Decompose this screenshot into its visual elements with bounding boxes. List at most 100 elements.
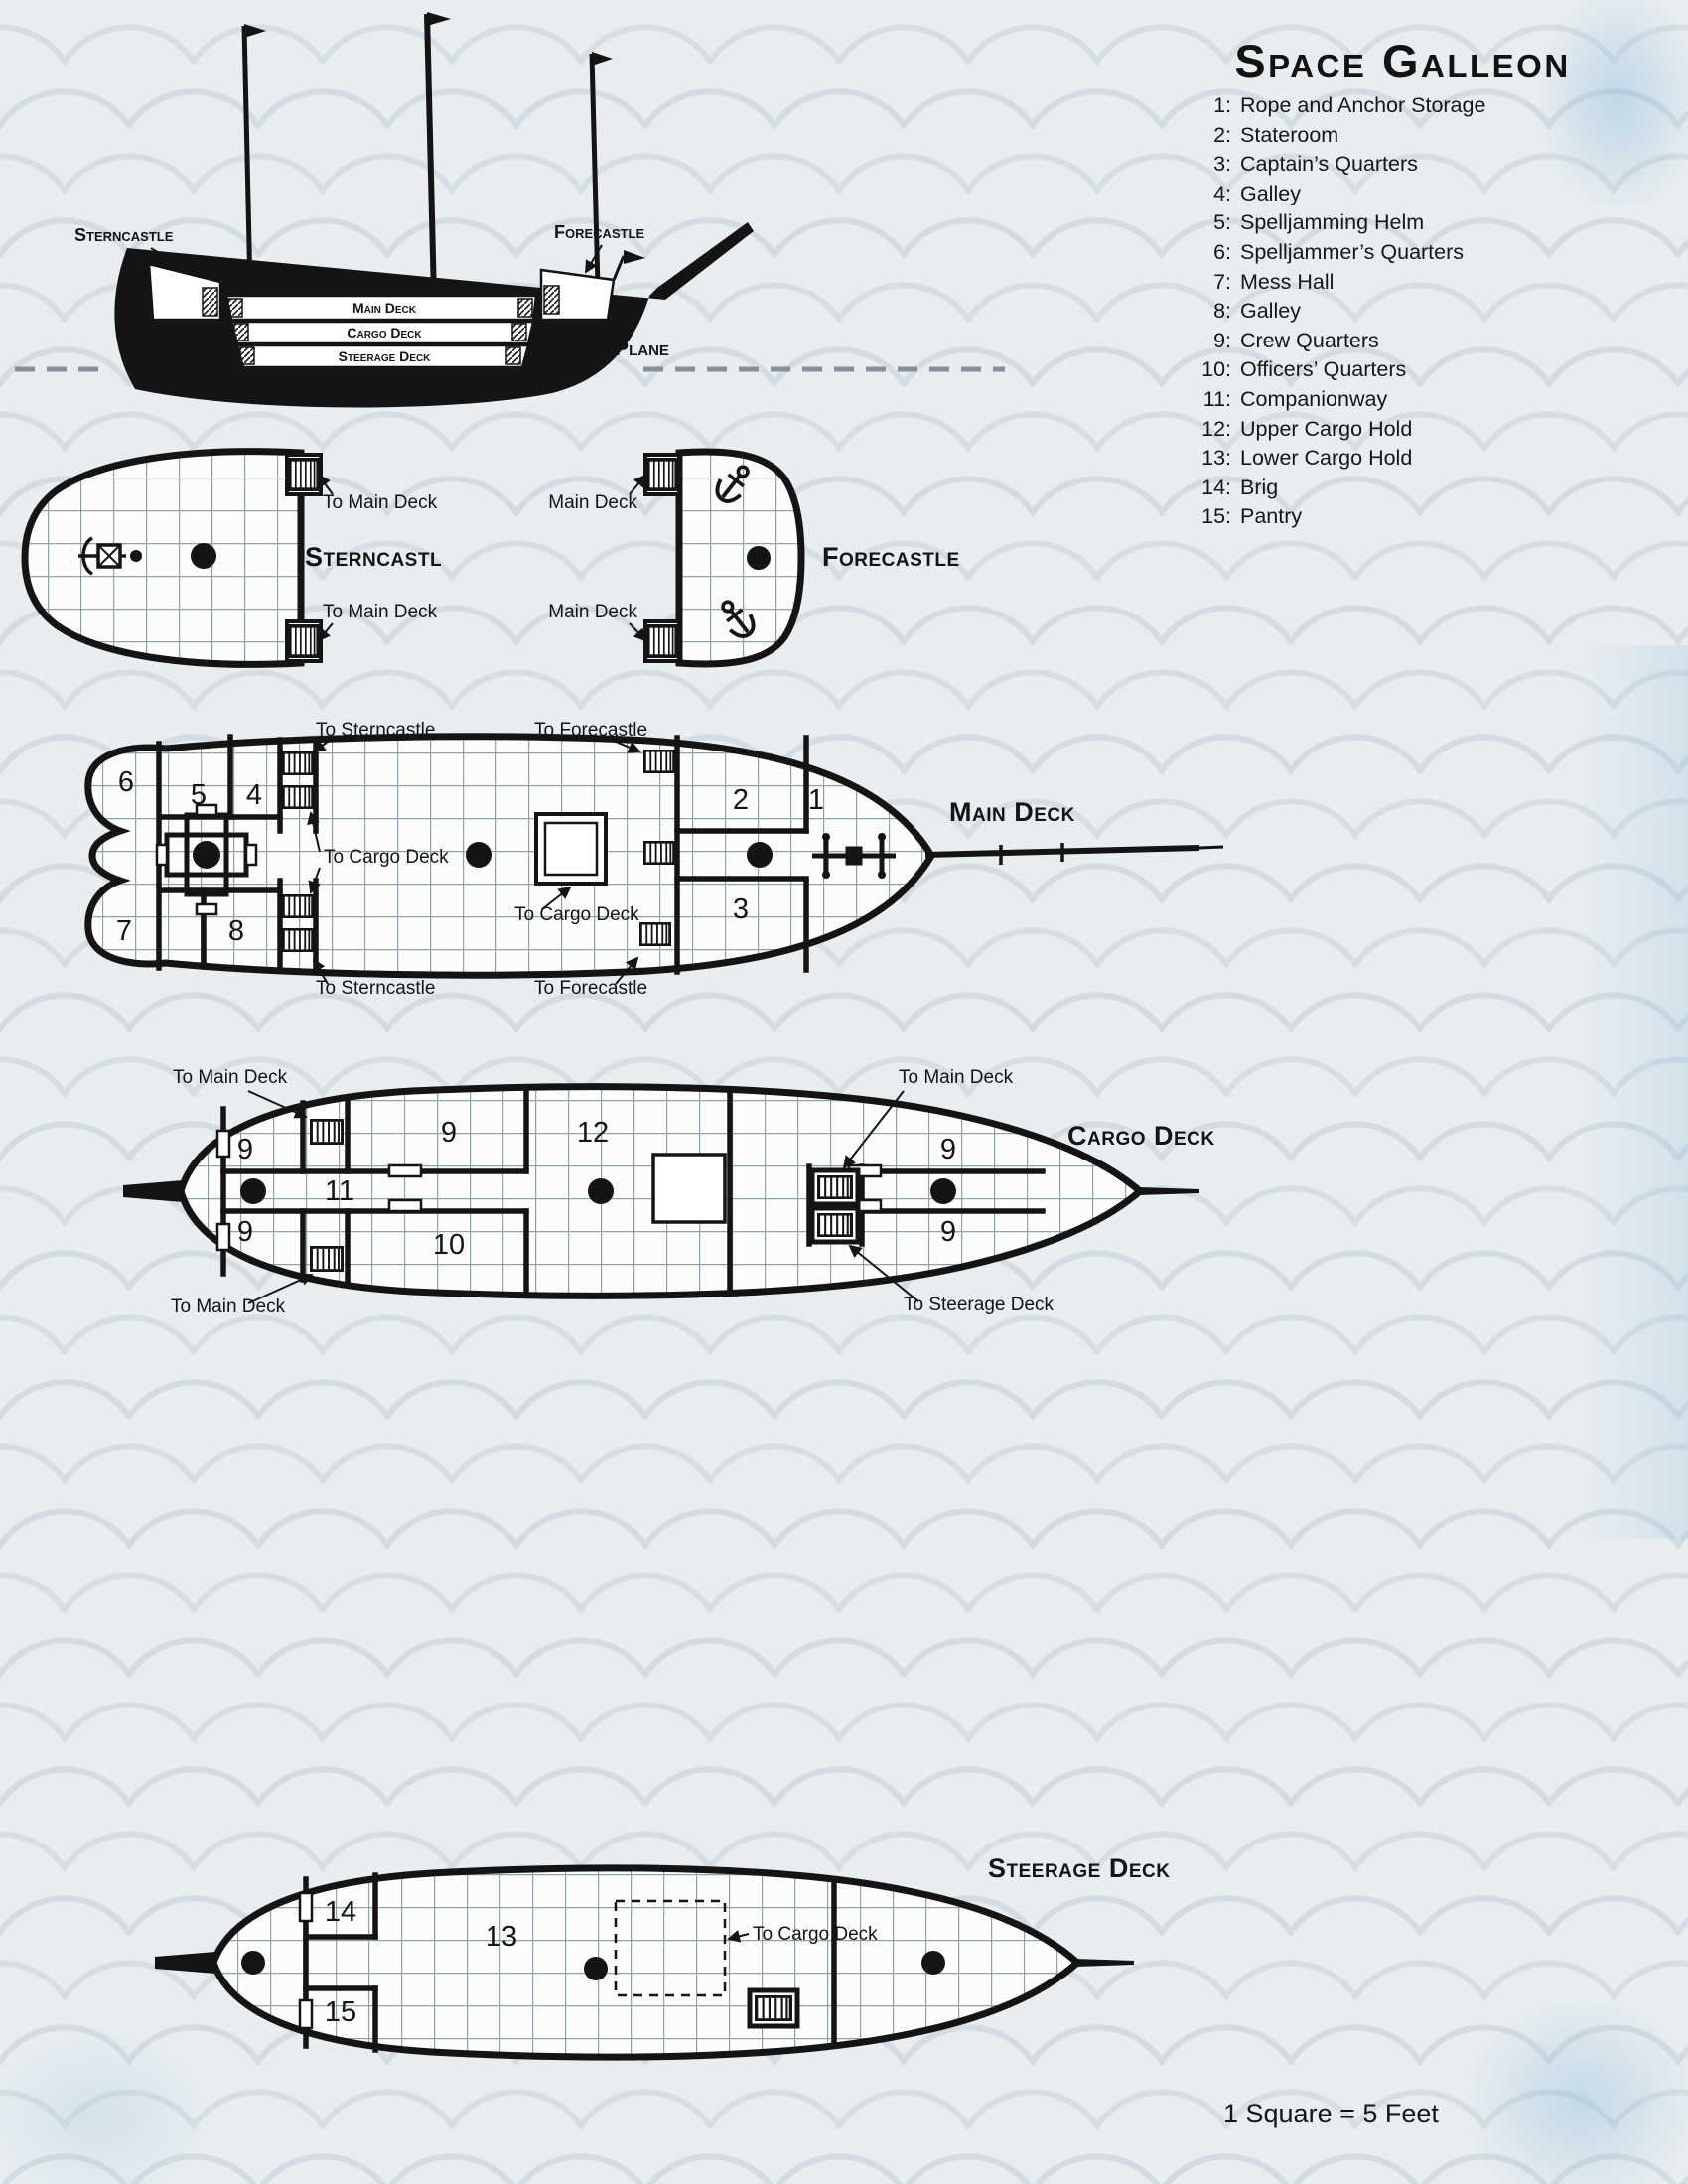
annotation-arrow <box>313 958 329 985</box>
mast-icon <box>747 546 771 570</box>
mast-icon <box>240 1178 266 1204</box>
legend-item-label: Captain’s Quarters <box>1240 152 1418 177</box>
bowsprit <box>924 843 1224 865</box>
room-number-10: 10 <box>433 1229 465 1261</box>
pennant-icon <box>592 52 613 66</box>
ladder-icon <box>310 1246 344 1272</box>
legend-item-label: Spelljamming Helm <box>1240 210 1425 235</box>
door <box>298 1891 314 1923</box>
legend-item: 8: Galley <box>1184 299 1660 324</box>
ladder-icon <box>639 922 671 946</box>
annotation-to-main-deck: To Main Deck <box>546 492 637 513</box>
legend-item-number: 6: <box>1213 239 1231 264</box>
room-number-11: 11 <box>325 1175 354 1207</box>
legend-item-number: 13: <box>1201 446 1231 471</box>
legend-item-number: 5: <box>1213 210 1231 235</box>
pennant-icon <box>244 24 266 38</box>
ladder-hatch-icon <box>543 285 560 315</box>
room-number-9: 9 <box>940 1216 956 1248</box>
legend-item: 3: Captain’s Quarters <box>1184 152 1660 177</box>
deck-title-cargo: Cargo Deck <box>1067 1121 1215 1151</box>
bow-spike <box>1075 1959 1134 1967</box>
legend-item: 13: Lower Cargo Hold <box>1184 446 1660 471</box>
deck-outline <box>675 448 805 668</box>
annotation-arrow <box>247 1090 308 1119</box>
mast-icon <box>466 842 492 868</box>
door <box>215 1222 231 1252</box>
annotation-arrow <box>317 622 334 642</box>
legend-item: 4:Galley <box>1184 182 1660 206</box>
legend-item: 2:Stateroom <box>1184 123 1660 148</box>
room-number-1: 1 <box>808 784 824 816</box>
ladder-icon <box>282 894 314 918</box>
bench <box>387 1198 423 1213</box>
legend-item-number: 11: <box>1202 386 1231 411</box>
ladder-icon <box>643 841 675 865</box>
deck-title-forecastle: Forecastle <box>822 542 960 572</box>
mast-icon <box>584 1957 608 1980</box>
legend: 1: Rope and Anchor Storage 2:Stateroom 3:… <box>1184 93 1660 534</box>
mast-icon <box>241 1951 265 1975</box>
annotation-arrow <box>615 956 639 985</box>
swirl-decoration-bottom-right <box>1331 1876 1688 2184</box>
annotation-to-sterncastle: To Sterncastle <box>316 720 435 741</box>
band-label-cargo-deck: Cargo Deck <box>347 325 422 341</box>
room-number-12: 12 <box>577 1117 609 1149</box>
legend-item-number: 12: <box>1201 416 1231 441</box>
room-number-7: 7 <box>116 915 132 947</box>
ladder-icon <box>817 1213 853 1237</box>
door <box>298 1998 314 2030</box>
page-title: Space Galleon <box>1234 35 1571 87</box>
annotation-arrow <box>629 622 647 642</box>
room-number-4: 4 <box>246 779 262 811</box>
pennant-icon <box>427 12 451 26</box>
legend-item-label: Spelljammer’s Quarters <box>1240 239 1465 264</box>
annotation-arrow <box>629 474 647 495</box>
annotation-to-cargo-deck: To Cargo Deck <box>753 1924 878 1945</box>
legend-item-label: Galley <box>1240 299 1301 324</box>
forecastle-deck-plan: To Main Deck To Main Deck Forecastle <box>546 448 960 668</box>
ladder-icon <box>289 458 319 491</box>
annotation-to-main-deck: To Main Deck <box>323 492 438 513</box>
room-number-8: 8 <box>228 915 244 947</box>
fore-mast <box>589 53 601 289</box>
deck-title-sterncastle: Sterncastle <box>305 542 442 572</box>
flag-icon <box>624 250 645 264</box>
ladder-icon <box>282 785 314 809</box>
annotation-arrow <box>848 1244 919 1302</box>
deck-title-main: Main Deck <box>949 797 1075 827</box>
room-number-9: 9 <box>237 1216 253 1248</box>
legend-item-label: Rope and Anchor Storage <box>1240 93 1486 117</box>
annotation-to-main-deck: To Main Deck <box>323 602 438 622</box>
annotation-to-main-deck: To Main Deck <box>546 602 637 622</box>
legend-item-number: 3: <box>1213 152 1231 177</box>
bench <box>244 843 258 867</box>
legend-item-label: Lower Cargo Hold <box>1240 446 1413 471</box>
ladder-icon <box>310 1119 344 1145</box>
band-label-main-deck: Main Deck <box>352 300 417 316</box>
legend-item-number: 7: <box>1213 269 1231 294</box>
ladder-hatch-icon <box>517 298 533 318</box>
main-deck-plan: 6 5 4 7 8 2 3 1 To Sterncastle To Foreca… <box>84 720 1224 999</box>
legend-item-number: 1: <box>1213 93 1231 117</box>
ladder-hatch-icon <box>511 323 527 341</box>
annotation-arrow <box>317 474 334 495</box>
legend-item-number: 10: <box>1201 357 1231 382</box>
annotation-to-forecastle: To Forecastle <box>534 978 647 999</box>
legend-item-label: Mess Hall <box>1240 269 1335 294</box>
legend-item-number: 8: <box>1213 299 1231 324</box>
callout-arrow <box>585 244 603 274</box>
legend-item: 14:Brig <box>1184 476 1660 500</box>
annotation-to-main-deck: To Main Deck <box>173 1067 288 1088</box>
cargo-hatch-grate-inner <box>543 821 599 877</box>
legend-item-label: Crew Quarters <box>1240 328 1379 352</box>
annotation-arrow <box>308 867 321 894</box>
callout-arrow <box>150 247 191 273</box>
deck-outline <box>21 448 305 668</box>
ship-side-view: Main Deck Cargo Deck Steerage Deck Stern… <box>15 12 1005 408</box>
mast-icon <box>747 842 773 868</box>
ladder-icon <box>647 624 677 658</box>
helm-table <box>155 803 258 916</box>
ladder-hatch-icon <box>233 323 249 341</box>
room-number-2: 2 <box>733 784 749 816</box>
